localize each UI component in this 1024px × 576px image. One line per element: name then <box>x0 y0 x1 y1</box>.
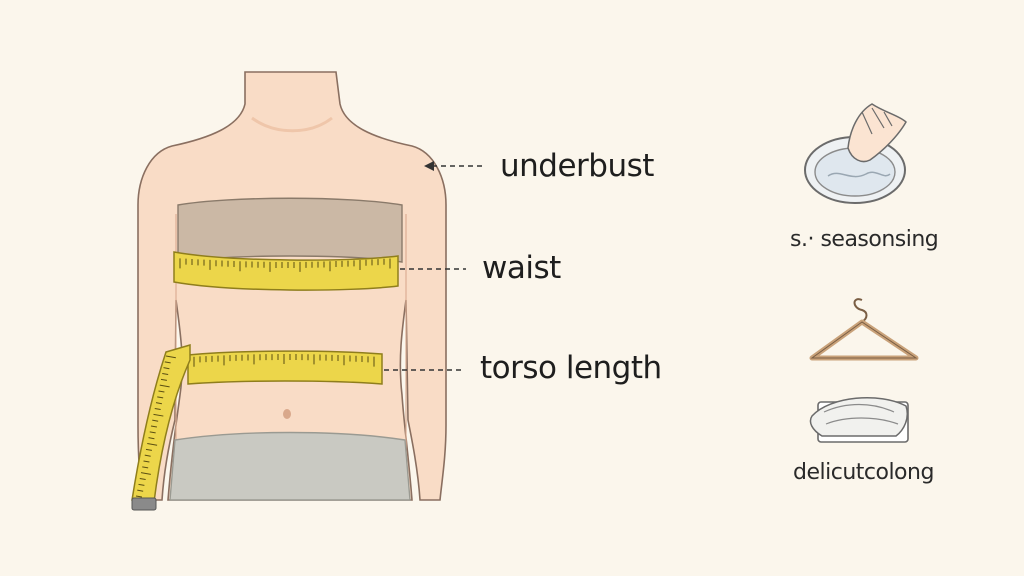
tape-tick <box>135 495 142 498</box>
waist-tape <box>173 251 399 291</box>
navel <box>283 409 291 419</box>
tape-tick <box>138 483 145 486</box>
waist-tape-ticks <box>179 258 391 272</box>
tape-tick <box>149 431 156 434</box>
care-label-delicate: delicutcolong <box>793 460 934 485</box>
tape-tick <box>155 402 162 405</box>
skirt <box>169 431 411 501</box>
tape-tick <box>159 384 170 388</box>
tape-tick <box>163 367 170 370</box>
tape-tick <box>137 489 144 492</box>
tape-tick <box>153 413 164 417</box>
tape-end-clip <box>131 497 157 511</box>
torso-tape <box>187 350 383 385</box>
tape-tick <box>142 466 149 469</box>
tape-tick <box>164 361 171 364</box>
waist-label: waist <box>482 250 561 286</box>
torso-length-label: torso length <box>480 350 662 386</box>
hanging-tape-ticks <box>135 355 176 498</box>
tape-tick <box>148 437 155 440</box>
underbust-arrowhead <box>424 161 434 171</box>
tape-tick <box>152 419 159 422</box>
tape-tick <box>140 472 151 475</box>
tape-tick <box>165 355 176 359</box>
underbust-label: underbust <box>500 148 654 184</box>
neck-shadow <box>251 116 333 133</box>
tape-tick <box>139 478 146 481</box>
folded-clothes-icon <box>809 397 909 443</box>
hanger-icon <box>809 298 919 361</box>
tape-tick <box>150 425 157 428</box>
wash-basin-icon <box>804 103 907 204</box>
tape-tick <box>154 408 161 411</box>
bra-band <box>177 197 403 263</box>
torso-tape-ticks <box>193 354 375 367</box>
tape-tick <box>160 378 167 381</box>
leader-lines <box>384 161 484 371</box>
tape-tick <box>162 373 169 376</box>
tape-tick <box>143 460 150 463</box>
tape-tick <box>147 443 158 446</box>
hanging-tape <box>131 344 191 511</box>
care-label-washing: s.· seasonsing <box>790 227 939 252</box>
tape-tick <box>157 396 164 399</box>
tape-tick <box>158 390 165 393</box>
tape-tick <box>144 454 151 457</box>
tape-tick <box>145 448 152 451</box>
